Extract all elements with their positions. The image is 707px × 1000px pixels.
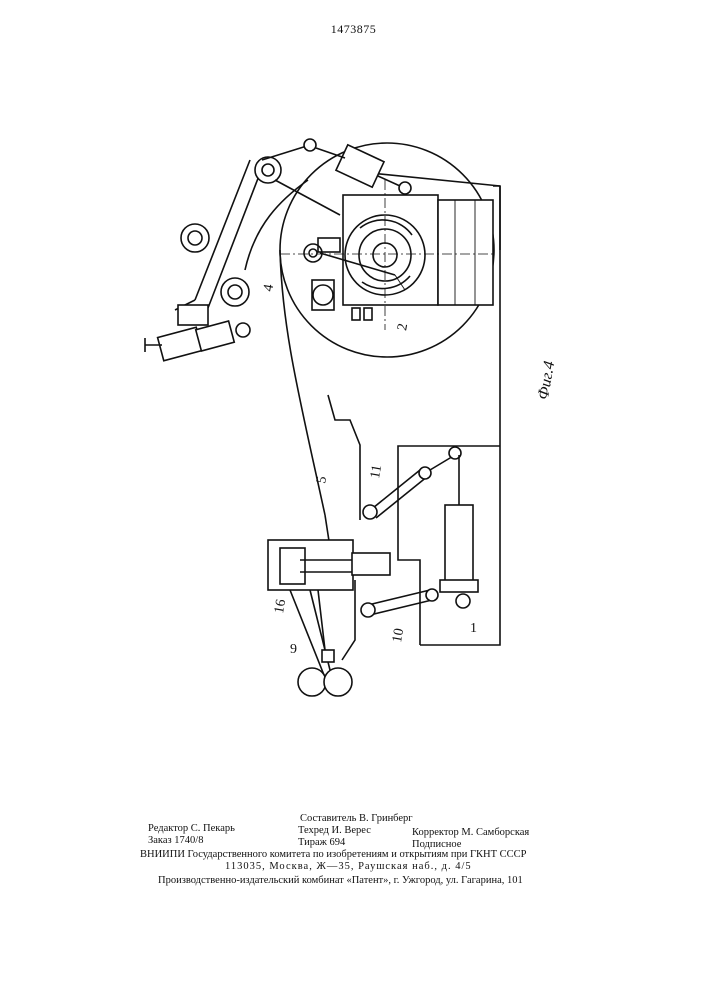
technical-drawing: 1 2 4 5 9 10 11 16 Фиг.4 (0, 0, 707, 800)
imprint-vniipi: ВНИИПИ Государственного комитета по изоб… (140, 849, 527, 861)
label-5: 5 (314, 475, 330, 484)
label-9: 9 (290, 642, 297, 657)
imprint-address: 113035, Москва, Ж—35, Раушская наб., д. … (225, 861, 472, 873)
left-cylinder (145, 300, 250, 361)
label-4: 4 (261, 283, 277, 292)
figure-caption: Фиг.4 (535, 360, 558, 401)
label-2: 2 (395, 322, 411, 331)
imprint-order: Заказ 1740/8 (148, 835, 203, 847)
imprint-compiler: Составитель В. Гринберг (300, 813, 413, 825)
drawing-svg: 1 2 4 5 9 10 11 16 Фиг.4 (0, 0, 707, 800)
label-1: 1 (470, 621, 477, 636)
label-10: 10 (390, 627, 407, 643)
imprint-publisher: Производственно-издательский комбинат «П… (158, 875, 523, 887)
reference-labels: 1 2 4 5 9 10 11 16 Фиг.4 (261, 283, 558, 657)
guide-rollers (290, 590, 352, 696)
label-11: 11 (368, 464, 385, 480)
label-16: 16 (272, 598, 289, 614)
clamp-mechanism (268, 395, 478, 660)
imprint-techred: Техред И. Верес (298, 825, 371, 837)
imprint-editor: Редактор С. Пекарь (148, 823, 235, 835)
imprint-circulation: Тираж 694 (298, 837, 345, 849)
imprint-block: Составитель В. Гринберг Редактор С. Пека… (0, 805, 707, 895)
imprint-corrector: Корректор М. Самборская (412, 827, 529, 839)
